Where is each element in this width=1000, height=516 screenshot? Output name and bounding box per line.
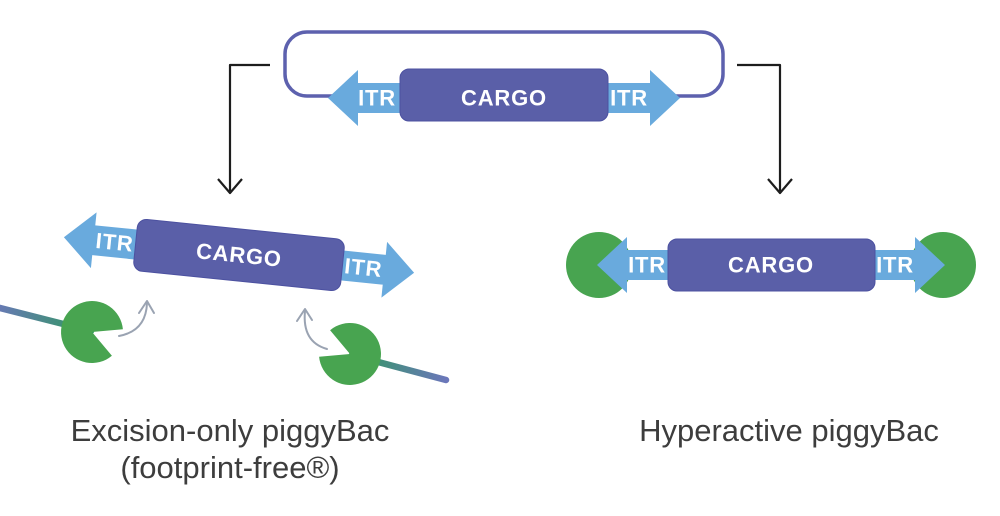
cargo-box: [133, 218, 345, 292]
source-construct: ITR CARGO ITR: [328, 68, 680, 126]
excision-transposase-left-icon: [61, 301, 123, 364]
arrow-head-down-icon: [767, 178, 793, 195]
excision-caption-line2: (footprint-free®): [120, 450, 339, 485]
arrow-head-down-icon: [217, 178, 243, 195]
curved-arrow-line: [118, 302, 148, 337]
itr-arrow-right-icon: [594, 70, 680, 126]
excision-hint-arrow-left: [118, 300, 155, 337]
curved-arrow-head-icon: [138, 300, 155, 314]
excision-transposase-right-icon: [319, 322, 381, 385]
arrow-line: [228, 63, 270, 191]
itr-left-label: ITR: [358, 86, 396, 111]
hyperactive-caption: Hyperactive piggyBac: [639, 413, 939, 448]
itr-arrow-right-icon: [327, 241, 415, 298]
itr-right-label: ITR: [610, 86, 648, 111]
itr-left-label: ITR: [628, 253, 666, 278]
cargo-label: CARGO: [461, 86, 547, 111]
left-branch-arrow: [217, 63, 270, 195]
cargo-box: [667, 238, 876, 292]
itr-right-label: ITR: [876, 253, 914, 278]
curved-arrow-line: [303, 310, 328, 350]
cargo-box: [399, 68, 609, 122]
curved-arrow-head-icon: [296, 308, 313, 322]
cargo-label: CARGO: [728, 253, 814, 278]
itr-arrow-left-icon: [328, 70, 414, 126]
right-branch-arrow: [737, 63, 793, 195]
itr-arrow-left-icon: [597, 237, 683, 293]
excision-hint-arrow-right: [296, 308, 328, 350]
arrow-line: [737, 63, 782, 191]
itr-right-label: ITR: [343, 253, 383, 282]
itr-left-label: ITR: [95, 228, 135, 257]
excision-caption-line1: Excision-only piggyBac: [71, 413, 390, 448]
itr-arrow-right-icon: [859, 237, 945, 293]
hyperactive-construct: ITR CARGO ITR: [566, 232, 976, 298]
itr-arrow-left-icon: [63, 212, 151, 269]
excision-construct: ITR CARGO ITR: [63, 212, 415, 298]
